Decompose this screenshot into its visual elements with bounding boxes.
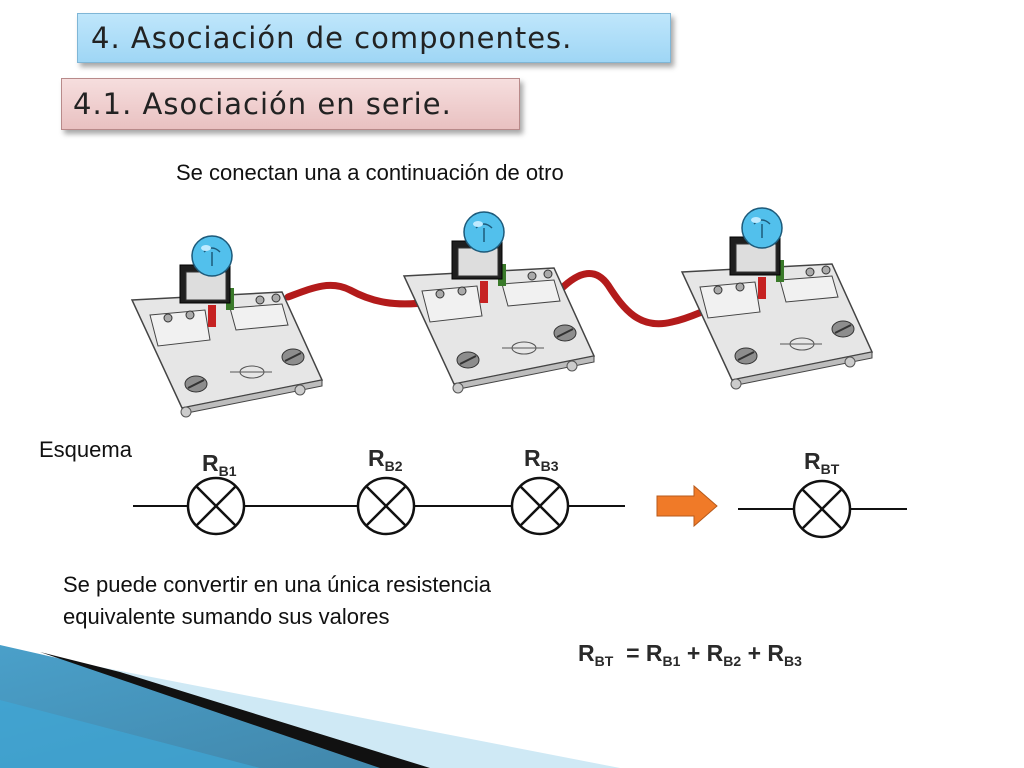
- bulb-board-2: [402, 211, 596, 394]
- lamp-label-b1-subscript: B1: [218, 463, 237, 479]
- lamp-label-b2: RB2: [368, 445, 403, 474]
- formula-term-1-subscript: B1: [662, 653, 681, 669]
- formula-plus-2: +: [741, 640, 768, 666]
- equivalence-text-line2: equivalente sumando sus valores: [63, 604, 390, 629]
- slide-subtitle: 4.1. Asociación en serie.: [61, 78, 520, 130]
- formula-term-2-symbol: R: [706, 640, 724, 666]
- formula-term-1-symbol: R: [645, 640, 663, 666]
- lamp-label-b3-subscript: B3: [540, 458, 559, 474]
- right-arrow-icon: [656, 484, 718, 528]
- formula-term-2-subscript: B2: [723, 653, 742, 669]
- lamp-label-b2-subscript: B2: [384, 458, 403, 474]
- slide-title: 4. Asociación de componentes.: [77, 13, 671, 63]
- lamp-symbol-b3: [510, 476, 570, 536]
- formula-plus-1: +: [680, 640, 707, 666]
- formula-term-3-subscript: B3: [784, 653, 802, 669]
- lamp-symbol-bt: [792, 479, 852, 539]
- formula-term-3-symbol: R: [767, 640, 785, 666]
- lamp-symbol-b2: [356, 476, 416, 536]
- lamp-label-b3: RB3: [524, 445, 559, 474]
- lamp-label-b1-symbol: R: [202, 450, 219, 476]
- lamp-label-b2-symbol: R: [368, 445, 385, 471]
- bulb-board-1: [130, 235, 324, 418]
- wire-2: [556, 270, 716, 328]
- lamp-label-bt: RBT: [804, 448, 839, 477]
- formula-equals: =: [626, 640, 646, 666]
- wire-1: [284, 281, 434, 308]
- equivalence-formula: RBT = RB1 + RB2 + RB3: [578, 640, 802, 669]
- bulb-board-3: [680, 207, 874, 390]
- formula-lhs-subscript: BT: [594, 653, 614, 669]
- schema-label: Esquema: [39, 437, 132, 462]
- equivalence-text-line1: Se puede convertir en una única resisten…: [63, 572, 492, 597]
- lamp-symbol-b1: [186, 476, 246, 536]
- lamp-label-bt-subscript: BT: [820, 461, 840, 477]
- formula-lhs-symbol: R: [578, 640, 595, 666]
- lamp-label-b3-symbol: R: [524, 445, 541, 471]
- lamp-label-bt-symbol: R: [804, 448, 821, 474]
- lamp-label-b1: RB1: [202, 450, 237, 479]
- intro-text: Se conectan una a continuación de otro: [176, 160, 564, 185]
